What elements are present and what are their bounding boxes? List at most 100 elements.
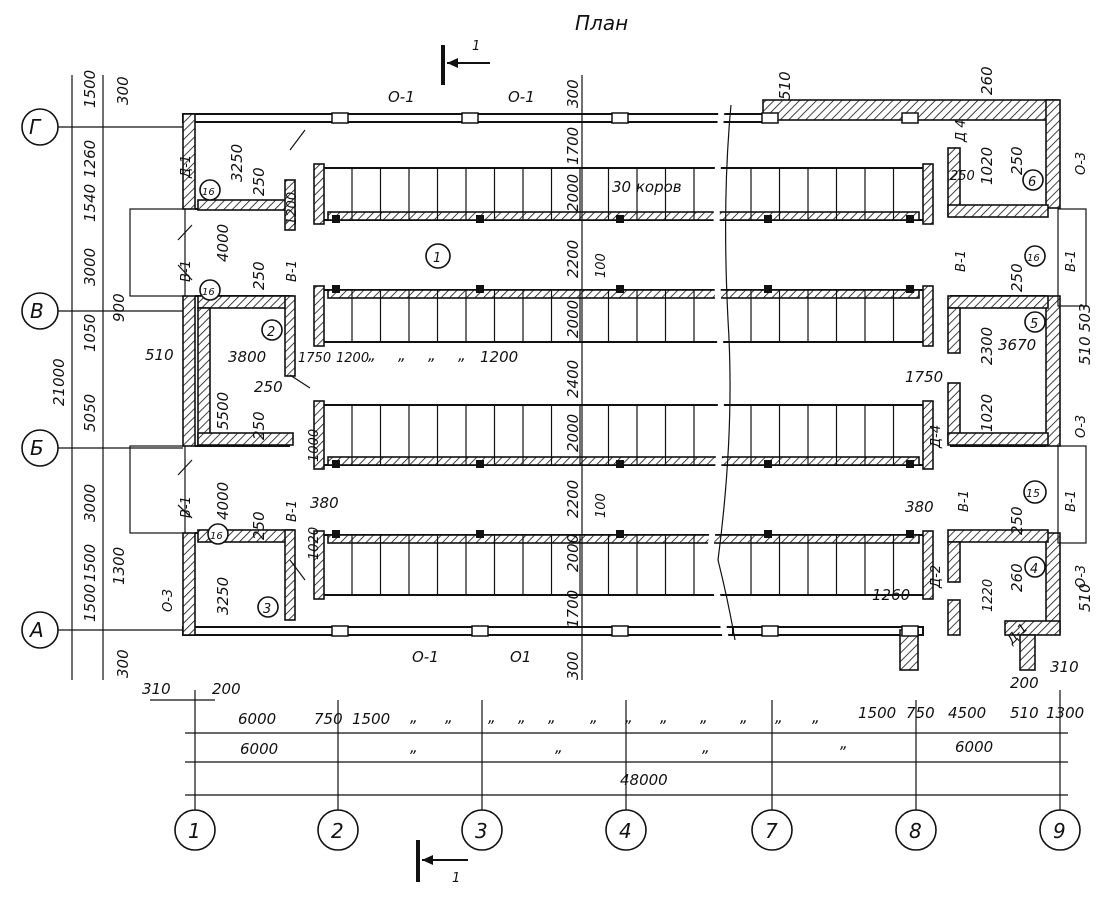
dim-1500-b: 1500 <box>858 704 896 722</box>
svg-text:16: 16 <box>202 287 215 298</box>
ditto-mark: „ <box>410 738 418 756</box>
column-marker <box>332 530 340 538</box>
left-service-rooms <box>197 129 311 621</box>
svg-text:В-1: В-1 <box>1064 250 1079 272</box>
dim-1300: 1300 <box>1046 704 1084 722</box>
dim-left-1500-b: 1500 <box>81 584 99 622</box>
window <box>331 625 349 637</box>
dim-200-right: 200 <box>1010 674 1039 692</box>
axis-letters: Г В Б А <box>21 108 183 649</box>
ditto-mark: „ <box>812 708 820 726</box>
svg-text:О-3: О-3 <box>1074 415 1089 438</box>
column-marker <box>616 285 624 293</box>
stall-row-end <box>313 530 325 600</box>
window <box>611 625 629 637</box>
label-30-korov: 30 коров <box>612 178 682 196</box>
stall-row-end <box>313 163 325 225</box>
ditto-mark: „ <box>518 708 526 726</box>
svg-text:В-1: В-1 <box>285 500 300 522</box>
svg-text:2000: 2000 <box>564 174 582 212</box>
dim-750-b: 750 <box>906 704 935 722</box>
dim-left-1050: 1050 <box>81 314 99 352</box>
dim-310-right: 310 <box>1050 658 1079 676</box>
svg-text:2000: 2000 <box>564 534 582 572</box>
svg-text:1: 1 <box>452 871 460 886</box>
ditto-mark: „ <box>660 708 668 726</box>
svg-text:250: 250 <box>1008 146 1026 175</box>
svg-text:1020: 1020 <box>978 147 996 185</box>
window <box>761 112 779 124</box>
ditto-mark: „ <box>368 346 376 364</box>
svg-text:В-1: В-1 <box>179 260 194 282</box>
svg-text:260: 260 <box>978 66 996 95</box>
svg-text:260: 260 <box>1008 563 1026 592</box>
svg-text:250: 250 <box>1008 506 1026 535</box>
svg-text:2200: 2200 <box>564 480 582 518</box>
svg-text:О1: О1 <box>510 648 531 666</box>
svg-text:О-1: О-1 <box>412 648 439 666</box>
dim-200-left: 200 <box>212 680 241 698</box>
svg-text:250: 250 <box>250 261 268 290</box>
ditto-mark: „ <box>590 708 598 726</box>
svg-text:1750: 1750 <box>298 351 331 366</box>
svg-text:Д-4: Д-4 <box>929 425 944 449</box>
column-marker <box>616 460 624 468</box>
ditto-mark: „ <box>740 708 748 726</box>
dim-left-1500-top: 1500 <box>81 70 99 108</box>
dim-310-left: 310 <box>142 680 171 698</box>
stall-row-end <box>922 285 934 347</box>
svg-text:250: 250 <box>250 167 268 196</box>
dim-left-5050: 5050 <box>81 394 99 432</box>
svg-text:1200: 1200 <box>336 351 369 366</box>
ditto-mark: „ <box>488 708 496 726</box>
axis-number-7: 7 <box>765 819 778 843</box>
column-marker <box>332 460 340 468</box>
column-marker <box>616 530 624 538</box>
ditto-mark: „ <box>625 708 633 726</box>
svg-text:В-1: В-1 <box>954 250 969 272</box>
column-marker <box>764 460 772 468</box>
ditto-mark: „ <box>428 346 436 364</box>
svg-text:2200: 2200 <box>564 240 582 278</box>
window <box>461 112 479 124</box>
ditto-mark: „ <box>398 346 406 364</box>
svg-text:510: 510 <box>1076 583 1094 612</box>
svg-text:380: 380 <box>905 498 934 516</box>
svg-text:2: 2 <box>267 325 275 340</box>
svg-text:5500: 5500 <box>214 392 232 430</box>
ditto-mark: „ <box>458 346 466 364</box>
svg-text:3800: 3800 <box>228 348 266 366</box>
left-dimension-chain: 1500 300 1260 1540 3000 900 1050 21000 5… <box>50 70 132 680</box>
svg-text:16: 16 <box>1027 253 1040 264</box>
dim-6000-c: 6000 <box>955 738 993 756</box>
svg-text:2000: 2000 <box>564 414 582 452</box>
axis-number-4: 4 <box>619 819 632 843</box>
column-marker <box>906 460 914 468</box>
svg-text:1200: 1200 <box>285 192 300 225</box>
dim-left-1300: 1300 <box>110 547 128 585</box>
dim-left-3000-b: 3000 <box>81 484 99 522</box>
svg-text:3250: 3250 <box>228 144 246 182</box>
svg-text:В-1: В-1 <box>957 490 972 512</box>
svg-text:2300: 2300 <box>978 327 996 365</box>
svg-text:4000: 4000 <box>214 224 232 262</box>
opening-labels-left: Д-1 В-1 В-1 В-1 В-1 О-3 <box>161 155 300 612</box>
axis-letter-g: Г <box>29 115 42 139</box>
right-service-rooms <box>899 147 1061 671</box>
svg-text:1000: 1000 <box>307 429 322 462</box>
svg-text:1700: 1700 <box>564 590 582 628</box>
dim-left-3000-a: 3000 <box>81 248 99 286</box>
svg-text:1260: 1260 <box>872 586 910 604</box>
svg-text:2400: 2400 <box>564 360 582 398</box>
ditto-mark: „ <box>702 738 710 756</box>
svg-text:О-1: О-1 <box>508 88 535 106</box>
column-marker <box>616 215 624 223</box>
svg-text:100: 100 <box>594 253 609 278</box>
column-marker <box>906 530 914 538</box>
svg-text:3: 3 <box>263 602 271 617</box>
svg-text:250: 250 <box>250 511 268 540</box>
svg-text:6: 6 <box>1028 175 1036 190</box>
svg-text:1020: 1020 <box>978 394 996 432</box>
svg-text:380: 380 <box>310 494 339 512</box>
